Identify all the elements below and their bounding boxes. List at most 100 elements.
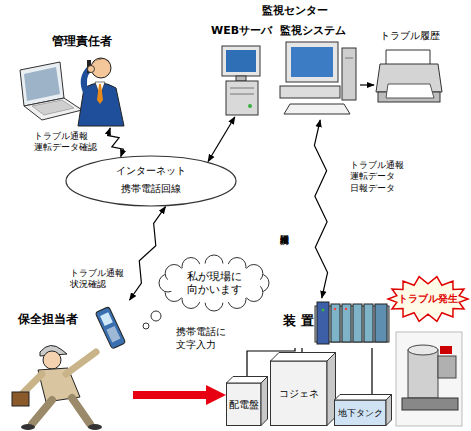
box-side: [386, 395, 392, 426]
box-top: [271, 353, 336, 362]
connector-line: [208, 117, 235, 162]
flow-note: トラブル通報 運転データ確認: [34, 131, 106, 154]
cogeneration-box: コジェネ: [270, 352, 336, 426]
maintenance-worker-figure: [32, 400, 52, 424]
laptop-illustration: [20, 62, 82, 120]
box-front: [227, 383, 262, 426]
monitoring-computer-illustration: [280, 42, 356, 114]
manager-figure: [91, 58, 111, 66]
plc-panel-illustration: [315, 302, 389, 344]
maintenance-worker-figure: [12, 392, 29, 406]
box-top: [335, 395, 392, 401]
thought-tail: [143, 311, 161, 329]
pump-illustration: [440, 346, 452, 354]
monitoring-system-node: 監視システム: [272, 22, 360, 120]
web-server-illustration: [248, 104, 252, 108]
maintenance-worker-figure: [66, 352, 96, 374]
monitoring-computer-illustration: [280, 86, 340, 98]
mobile-phone-illustration: [106, 326, 120, 342]
monitoring-computer-illustration: [342, 48, 356, 100]
node-text: コジェネ: [270, 361, 327, 426]
node-text: 保全担当者: [18, 312, 78, 326]
printer-illustration: [386, 84, 434, 98]
plc-panel-illustration: [331, 304, 340, 342]
web-server-node: WEBサーバ: [215, 22, 267, 117]
trouble-burst: トラブル発生: [388, 276, 468, 322]
pump-illustration: [396, 332, 462, 426]
laptop-illustration: [32, 100, 74, 115]
plc-panel-illustration: [375, 304, 387, 342]
ellipse-outline: [65, 155, 237, 207]
node-text: 管理責任者: [52, 34, 112, 48]
pump-illustration: [408, 350, 438, 398]
plc-panel-illustration: [345, 308, 347, 310]
pump-illustration: [402, 398, 458, 410]
thought-tail: [143, 323, 149, 329]
node-text: 装 置: [283, 313, 314, 329]
manager-node: 管理責任者: [10, 26, 135, 128]
node-text: トラブル履歴: [380, 30, 440, 42]
plc-panel-illustration: [334, 308, 336, 310]
maintenance-worker-figure: [43, 351, 61, 369]
connector-line: [371, 348, 372, 394]
thought-bubble: 私が現場に 向かいます: [160, 256, 268, 310]
maintenance-worker-figure: [12, 345, 102, 430]
node-text: WEBサーバ: [211, 24, 272, 37]
printer-illustration: [376, 50, 442, 102]
thought-tail: [151, 311, 161, 321]
signal-line: [314, 120, 327, 298]
web-server-illustration: [226, 50, 256, 72]
mobile-phone-illustration: [95, 306, 125, 349]
monitoring-computer-illustration: [291, 47, 333, 77]
node-text: 監視システム: [280, 24, 346, 37]
flow-note: トラブル通報 運転データ 日報データ: [350, 160, 412, 194]
monitoring-computer-illustration: [286, 42, 338, 82]
monitoring-computer-illustration: [345, 58, 353, 59]
web-server-illustration: [236, 76, 246, 81]
manager-figure: [88, 66, 95, 73]
mobile-phone-illustration: [100, 312, 113, 326]
maintenance-worker-figure: [21, 424, 35, 430]
flow-note: トラブル通報 状況確認: [70, 268, 130, 291]
connector-line: [301, 348, 302, 352]
node-text: 携帯電話回線: [65, 183, 237, 195]
manager-figure: [78, 58, 124, 126]
mobile-phone-illustration: [95, 306, 125, 349]
manager-figure: [97, 84, 103, 104]
web-server-illustration: [222, 46, 260, 115]
laptop-illustration: [24, 67, 60, 101]
node-text: 私が現場に 向かいます: [170, 256, 258, 310]
pump-illustration: [438, 356, 456, 378]
box-front: [271, 361, 328, 426]
plc-panel-illustration: [364, 304, 373, 342]
trouble-history-node: トラブル履歴: [374, 26, 446, 108]
network-ellipse: インターネット携帯電話回線: [65, 155, 237, 207]
web-server-illustration: [230, 94, 254, 95]
maintenance-node: 保全担当者: [8, 300, 133, 430]
flow-note: 携帯電話に 文字入力: [176, 326, 238, 351]
burst-outline: [388, 277, 468, 322]
device-node: 装 置: [283, 298, 391, 348]
pump-illustration: [396, 332, 462, 426]
box-front: [335, 400, 387, 426]
web-server-illustration: [230, 88, 254, 89]
connector-line: [360, 84, 374, 85]
underground-tank-box: 地下タンク: [334, 394, 392, 426]
maintenance-worker-figure: [88, 424, 102, 430]
node-text: 配電盤: [226, 383, 261, 426]
laptop-illustration: [24, 98, 82, 120]
network-ellipse-outline: [66, 156, 236, 206]
switchboard-box: 配電盤: [226, 376, 268, 426]
node-text: 地下タンク: [334, 400, 386, 426]
plc-panel-illustration: [317, 302, 329, 344]
plc-panel-illustration: [322, 309, 325, 312]
mobile-phone-illustration: [95, 306, 125, 349]
center-heading: 監視センター: [262, 4, 328, 18]
plc-panel-illustration: [353, 304, 362, 342]
node-text: トラブル発生: [388, 276, 468, 322]
monitoring-computer-illustration: [284, 104, 350, 114]
web-server-illustration: [222, 46, 260, 76]
